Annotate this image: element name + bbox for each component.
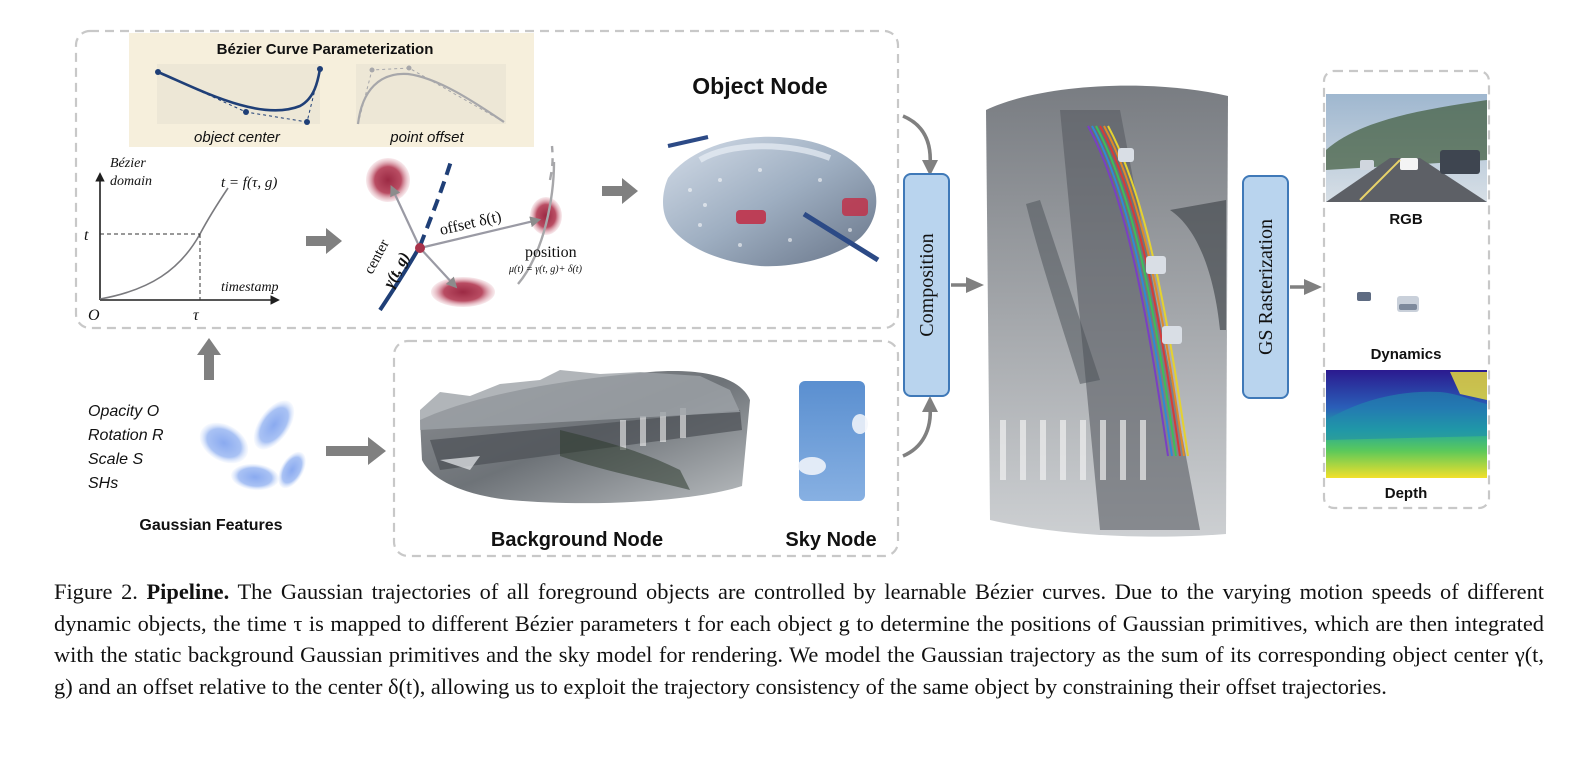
bezier-panel-title: Bézier Curve Parameterization [217,41,434,58]
offset-label: offset δ(t) [438,208,503,239]
attribute-scale: Scale S [88,451,143,468]
attribute-rotation: Rotation R [88,427,164,444]
arrow-object-to-composition [902,114,933,167]
mapping-origin: O [88,307,100,324]
attribute-shs: SHs [88,475,118,492]
point-offset-curve [356,72,505,125]
object-node-label: Object Node [692,73,827,99]
mapping-function-label: t = f(τ, g) [221,175,277,191]
gs-rasterization-box [1242,175,1289,399]
arrow-features-to-background [326,437,386,465]
mapping-y-label-line1: Bézier [110,156,146,171]
position-trajectory [517,161,556,285]
attribute-opacity: Opacity O [88,403,159,420]
background-node-scene [420,370,750,504]
caption-text: The Gaussian trajectories of all foregro… [54,579,1544,699]
caption-figure-label: Figure 2. [54,579,138,604]
dynamics-label: Dynamics [1371,346,1442,363]
depth-label: Depth [1385,485,1428,502]
bezier-parameterization-panel: Bézier Curve Parameterization object cen… [129,33,534,147]
mapping-y-label-line2: domain [110,174,152,189]
pipeline-diagram: Bézier Curve Parameterization object cen… [74,29,1491,558]
center-point [415,243,425,253]
mapping-t-tick: t [84,227,89,244]
arrow-mapping-to-trajectory [306,228,342,254]
arrow-trajectory-to-object [602,178,638,204]
gs-rasterization-label: GS Rasterization [1255,219,1277,355]
arrow-features-up [197,338,221,380]
depth-output-image [1326,370,1487,478]
caption-bold-title: Pipeline. [146,579,230,604]
background-node-label: Background Node [491,529,663,551]
mapping-tau-tick: τ [193,307,200,324]
composition-box [903,173,950,397]
outputs-panel [1322,69,1491,510]
point-offset-label: point offset [389,129,464,146]
composition-label: Composition [916,233,938,336]
object-node-panel [74,29,900,330]
sky-node-label: Sky Node [785,529,876,551]
arrow-background-to-composition [902,405,933,458]
object-center-control-polygon [157,68,321,123]
trajectory-sketch: center γ(t, g) offset δ(t) position μ(t)… [361,145,583,312]
rgb-output-image [1326,94,1487,202]
rgb-label: RGB [1389,211,1423,228]
dynamics-output-image [1357,292,1419,312]
position-label: position [525,244,577,261]
sky-node-texture [798,381,868,501]
mapping-x-label: timestamp [221,280,279,295]
figure-caption: Figure 2. Pipeline. The Gaussian traject… [54,576,1544,702]
gaussian-features-label: Gaussian Features [139,517,282,534]
object-node-car-pointcloud [663,135,880,267]
time-mapping-plot: Bézier domain t = f(τ, g) t O τ timestam… [84,156,280,324]
mapping-curve [99,187,229,300]
point-offset-control-polygon [357,67,505,125]
object-center-label: object center [194,129,281,146]
position-formula: μ(t) = γ(t, g)+ δ(t) [508,264,583,275]
gaussian-features-block: Opacity O Rotation R Scale S SHs Gaussia… [88,400,306,534]
composed-scene-pointcloud [986,85,1228,537]
center-trajectory-dashed [418,157,454,247]
background-sky-panel [392,339,900,558]
